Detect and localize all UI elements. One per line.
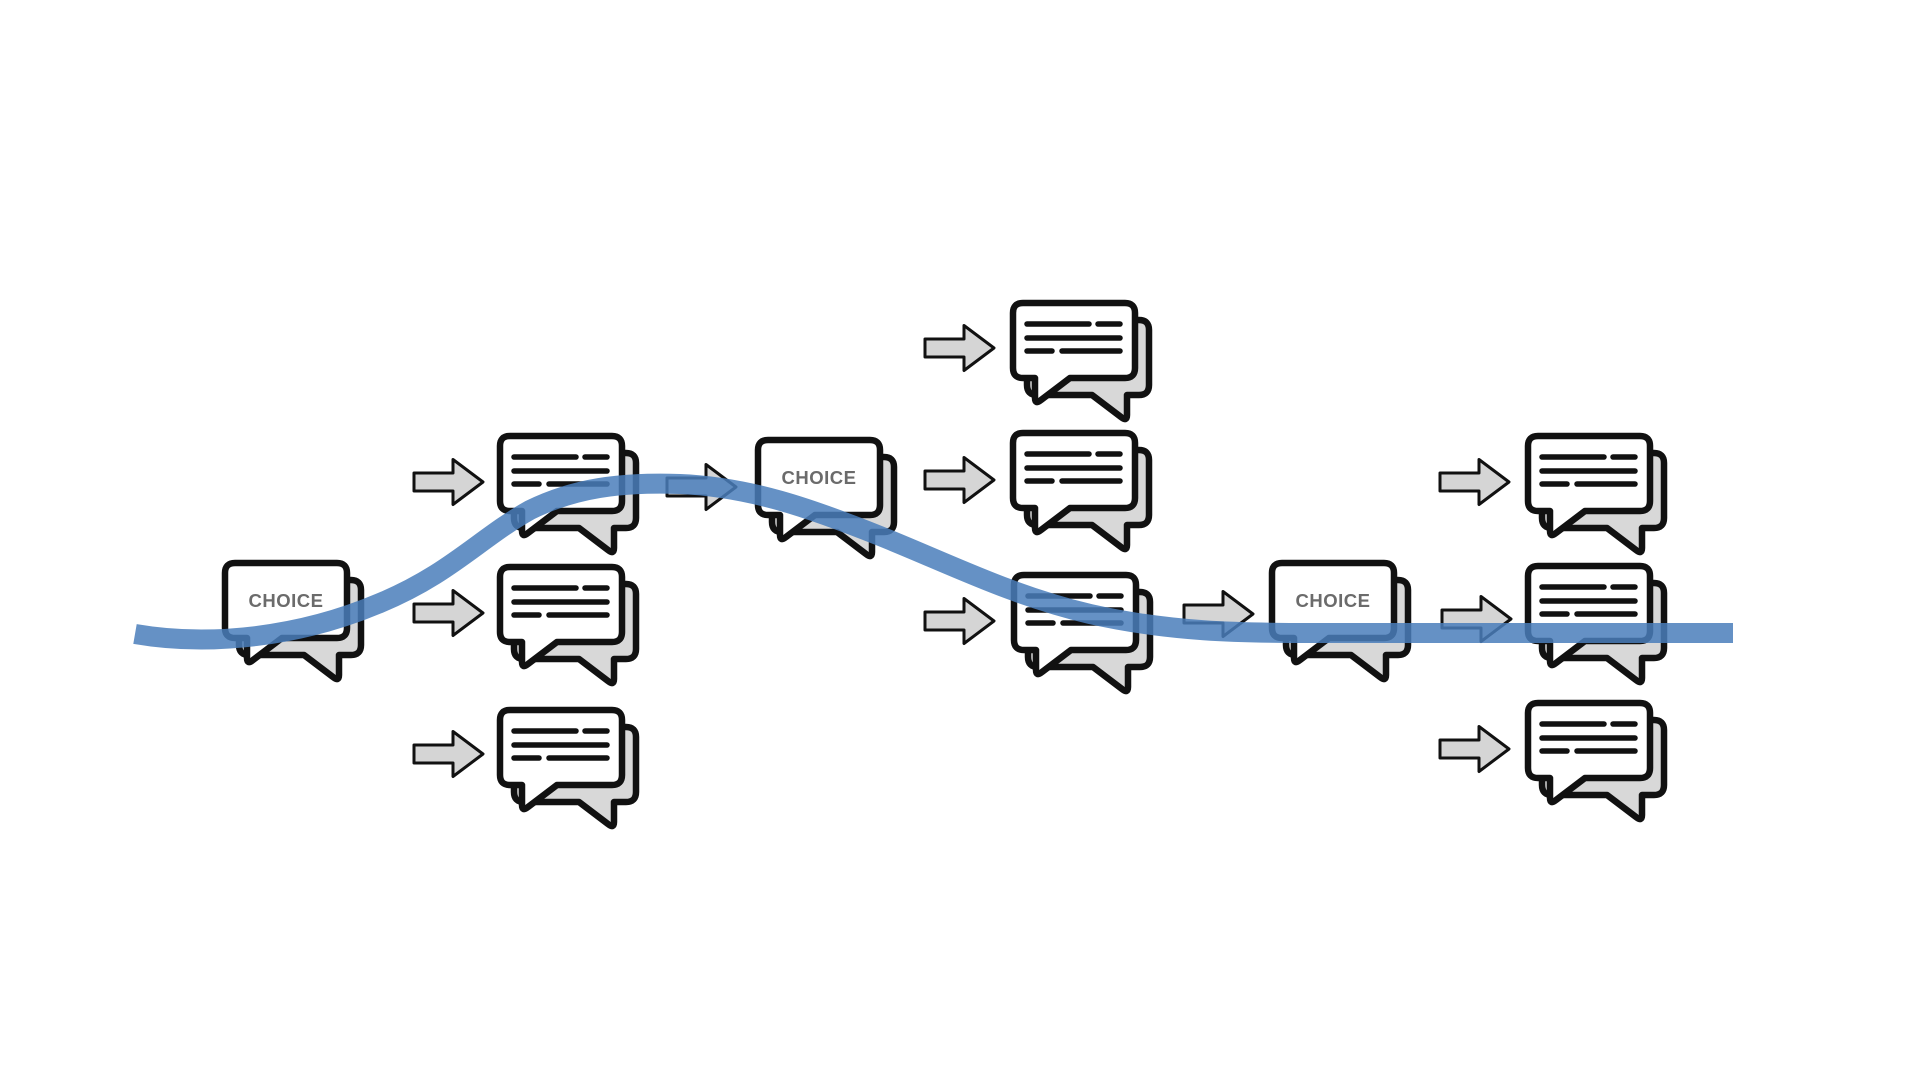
flow-arrow xyxy=(1440,593,1514,645)
choice-node: CHOICE xyxy=(1268,559,1416,689)
dialogue-option-node xyxy=(1009,299,1157,429)
choice-node: CHOICE xyxy=(221,559,369,689)
right-arrow-icon xyxy=(1182,590,1255,638)
chat-bubble-graphic xyxy=(1009,299,1153,423)
chat-bubble-graphic: CHOICE xyxy=(1268,559,1412,683)
right-arrow-icon xyxy=(665,463,738,511)
right-arrow-icon xyxy=(923,597,996,645)
chat-bubble-graphic xyxy=(1524,432,1668,556)
flow-arrow xyxy=(412,456,486,508)
flow-arrow xyxy=(923,322,997,374)
flow-arrow xyxy=(1182,588,1256,640)
dialogue-option-node xyxy=(1010,571,1158,701)
flow-arrow xyxy=(412,728,486,780)
bubble-text-lines xyxy=(1539,721,1638,754)
chat-bubble-graphic xyxy=(1524,699,1668,823)
choice-label: CHOICE xyxy=(249,590,324,611)
right-arrow-icon xyxy=(923,456,996,504)
right-arrow-icon xyxy=(1438,725,1511,773)
flow-arrow xyxy=(1438,456,1512,508)
flow-arrow xyxy=(665,461,739,513)
chat-bubble-graphic: CHOICE xyxy=(754,436,898,560)
dialogue-option-node xyxy=(496,432,644,562)
flow-arrow xyxy=(923,454,997,506)
right-arrow-icon xyxy=(412,458,485,506)
chat-bubble-graphic xyxy=(1010,571,1154,695)
right-arrow-icon xyxy=(1440,595,1513,643)
bubble-text-lines xyxy=(511,728,610,761)
dialogue-option-node xyxy=(1524,699,1672,829)
choice-label: CHOICE xyxy=(1296,590,1371,611)
choice-node: CHOICE xyxy=(754,436,902,566)
chat-bubble-graphic xyxy=(1009,429,1153,553)
chat-bubble-graphic xyxy=(496,432,640,556)
right-arrow-icon xyxy=(923,324,996,372)
chat-bubble-graphic xyxy=(496,563,640,687)
right-arrow-icon xyxy=(412,589,485,637)
chat-bubble-graphic xyxy=(1524,562,1668,686)
dialogue-option-node xyxy=(1524,432,1672,562)
bubble-text-lines xyxy=(1024,321,1123,354)
dialogue-option-node xyxy=(1524,562,1672,692)
flow-arrow xyxy=(1438,723,1512,775)
right-arrow-icon xyxy=(412,730,485,778)
flow-arrow xyxy=(923,595,997,647)
chat-bubble-graphic xyxy=(496,706,640,830)
chat-bubble-graphic: CHOICE xyxy=(221,559,365,683)
dialogue-option-node xyxy=(496,706,644,836)
choice-label: CHOICE xyxy=(782,467,857,488)
dialogue-option-node xyxy=(496,563,644,693)
dialogue-option-node xyxy=(1009,429,1157,559)
flow-arrow xyxy=(412,587,486,639)
right-arrow-icon xyxy=(1438,458,1511,506)
